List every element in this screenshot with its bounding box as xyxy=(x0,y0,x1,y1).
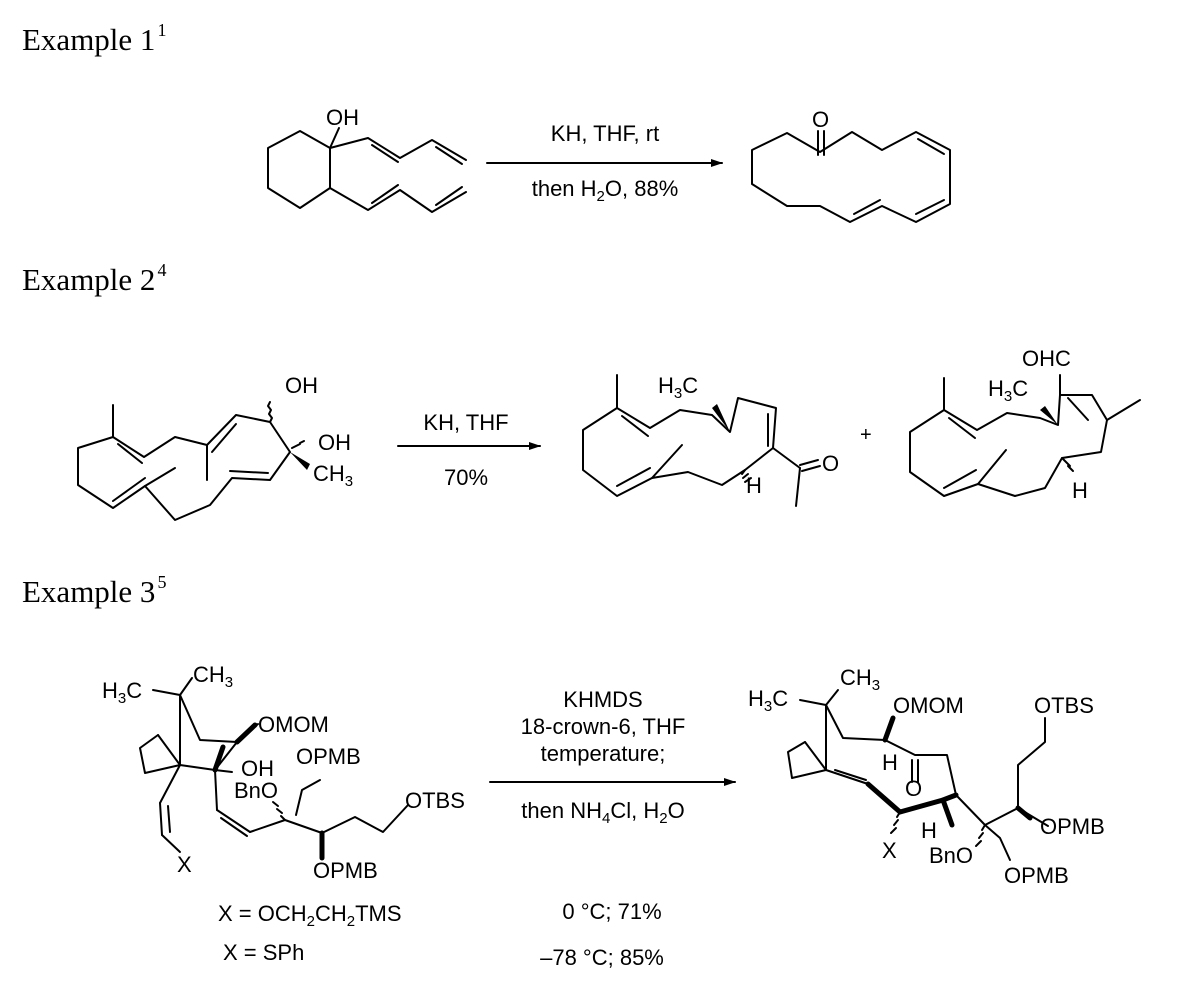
example-3-reagents-above-1: KHMDS xyxy=(563,687,642,712)
example-2-product-2: OHC H3C H xyxy=(909,346,1141,503)
example-1-reagents-above: KH, THF, rt xyxy=(551,121,659,146)
example-2-p1-h-label: H xyxy=(746,473,762,498)
example-3-reagents-above-2: 18-crown-6, THF xyxy=(521,714,686,739)
example-3-reagents-above-3: temperature; xyxy=(541,741,666,766)
example-3-sm-ch3-label: CH3 xyxy=(193,662,233,691)
example-2-p2-h-label: H xyxy=(1072,478,1088,503)
example-2-p2-h3c-label: H3C xyxy=(988,376,1028,405)
example-3-prod-opmb1-label: OPMB xyxy=(1040,814,1105,839)
example-1-product: O xyxy=(751,107,951,223)
example-3-product: H3C CH3 OMOM OTBS H O H X BnO OPMB OPMB xyxy=(748,665,1105,888)
example-1-reagents-below: then H2O, 88% xyxy=(532,176,679,205)
example-3-sm-opmb1-label: OPMB xyxy=(296,744,361,769)
example-2-oh2-label: OH xyxy=(318,430,351,455)
example-3-sm-h3c-label: H3C xyxy=(102,678,142,707)
example-3-prod-h3c-label: H3C xyxy=(748,686,788,715)
example-2-oh1-label: OH xyxy=(285,373,318,398)
example-3-sm-opmb2-label: OPMB xyxy=(313,858,378,883)
example-3-sm-omom-label: OMOM xyxy=(258,712,329,737)
example-3-prod-bno-label: BnO xyxy=(929,843,973,868)
example-3-prod-o-label: O xyxy=(905,776,922,801)
example-3-prod-h1-label: H xyxy=(882,750,898,775)
example-3-prod-omom-label: OMOM xyxy=(893,693,964,718)
example-2-starting-material: OH OH CH3 xyxy=(77,373,353,521)
example-3-sm-bno-label: BnO xyxy=(234,778,278,803)
example-2-ch3-label: CH3 xyxy=(313,461,353,490)
example-2-reagents-above: KH, THF xyxy=(423,410,508,435)
example-3-x-variant-2: X = SPh xyxy=(223,940,304,965)
example-3-starting-material: H3C CH3 OMOM OH OPMB BnO OTBS OPMB X xyxy=(102,662,465,883)
example-2-plus: + xyxy=(860,424,872,446)
example-3-prod-h2-label: H xyxy=(921,818,937,843)
example-3-prod-x-label: X xyxy=(882,838,897,863)
example-2-p2-ohc-label: OHC xyxy=(1022,346,1071,371)
example-3-conditions-2: –78 °C; 85% xyxy=(540,945,664,970)
example-3-prod-otbs-label: OTBS xyxy=(1034,693,1094,718)
example-3-sm-otbs-label: OTBS xyxy=(405,788,465,813)
example-2-p1-h3c-label: H3C xyxy=(658,373,698,402)
example-3-reagents-below: then NH4Cl, H2O xyxy=(521,798,684,827)
example-3-sm-oh-label: OH xyxy=(241,756,274,781)
example-2-reagents-below: 70% xyxy=(444,465,488,490)
example-3-prod-ch3-label: CH3 xyxy=(840,665,880,694)
example-1-starting-material: OH xyxy=(267,105,467,213)
example-3-conditions-1: 0 °C; 71% xyxy=(562,899,661,924)
example-3-x-variant-1: X = OCH2CH2TMS xyxy=(218,901,402,930)
example-2-product-1: H3C H O xyxy=(582,373,839,507)
example-2-p1-o-label: O xyxy=(822,451,839,476)
example-1-ketone-o-label: O xyxy=(812,107,829,132)
example-1-oh-label: OH xyxy=(326,105,359,130)
example-3-prod-opmb2-label: OPMB xyxy=(1004,863,1069,888)
example-3-sm-x-label: X xyxy=(177,852,192,877)
